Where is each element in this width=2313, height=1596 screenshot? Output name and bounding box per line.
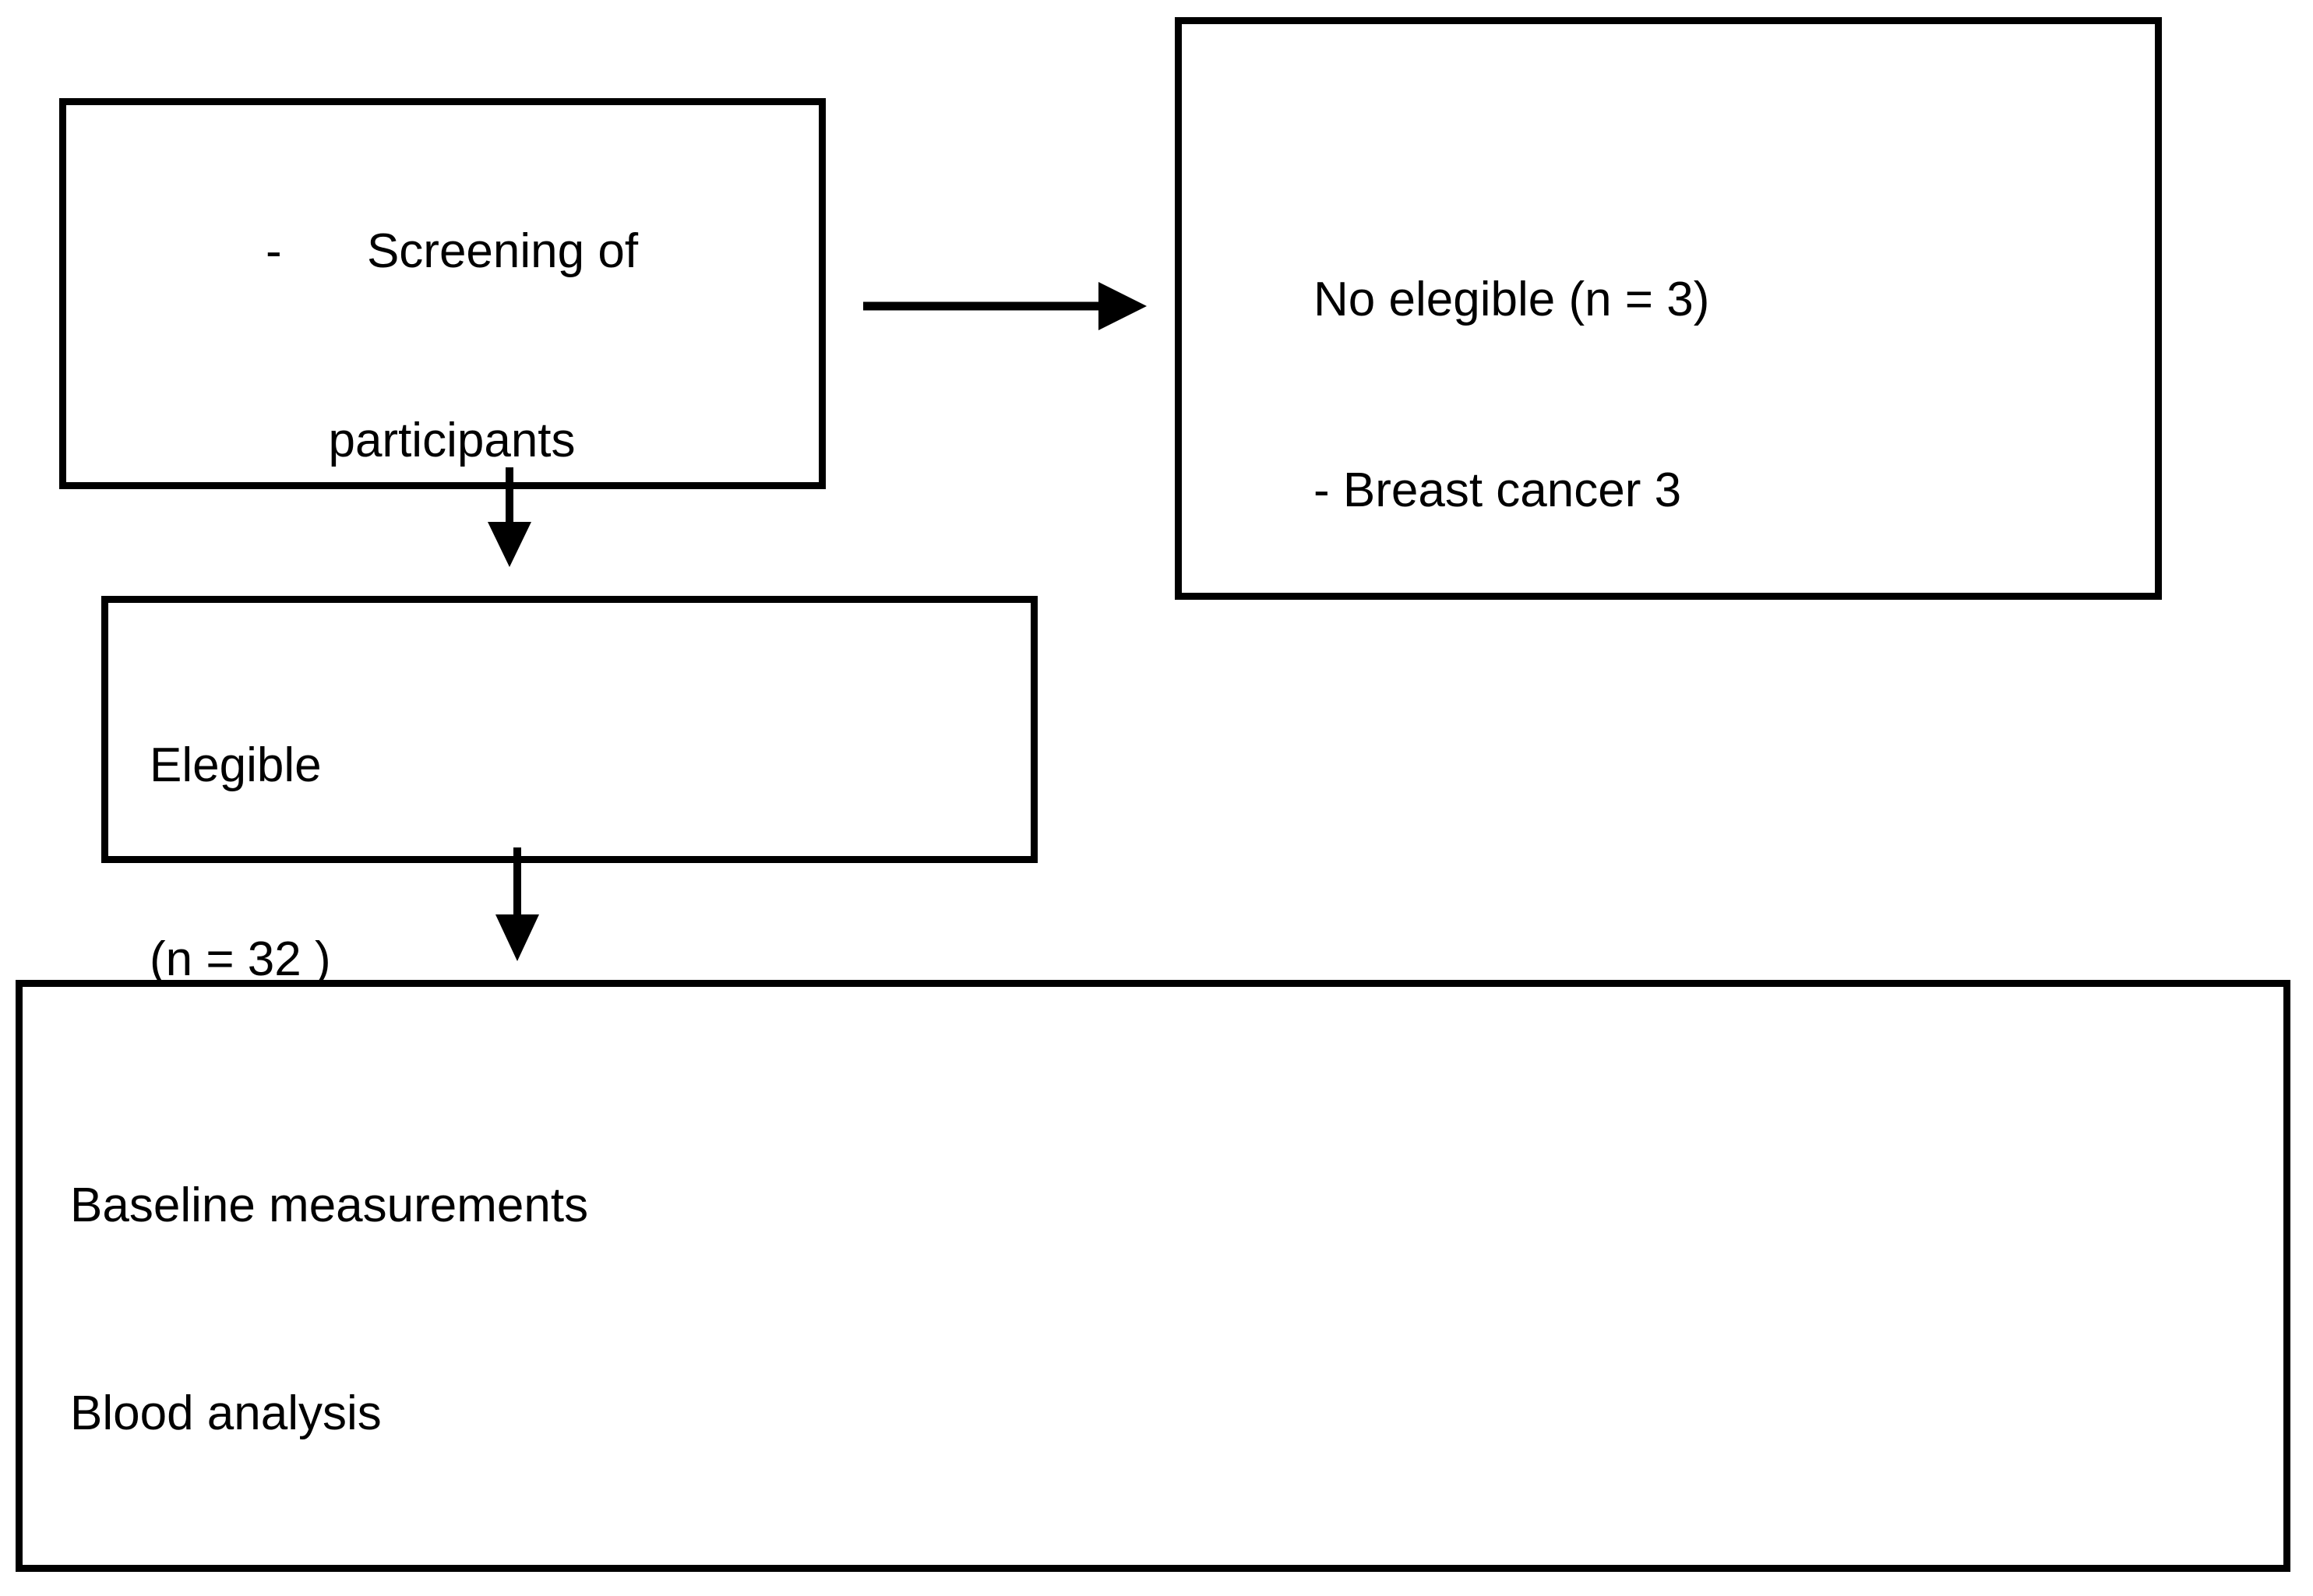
arrow-head xyxy=(495,914,539,961)
screening-line-1: - Screening of xyxy=(156,226,748,277)
screening-line-2: participants xyxy=(328,414,576,468)
baseline-line-1: Baseline measurements xyxy=(70,1179,589,1233)
not-eligible-line-1: No elegible (n = 3) xyxy=(1313,273,1710,327)
arrow-head xyxy=(1098,282,1147,330)
baseline-line-2: Blood analysis xyxy=(70,1386,382,1441)
eligible-line-2: (n = 32 ) xyxy=(150,932,331,987)
not-eligible-box xyxy=(1175,17,2162,600)
not-eligible-box-text: No elegible (n = 3) - Breast cancer 3 xyxy=(1313,173,2093,618)
eligible-box xyxy=(101,596,1038,863)
not-eligible-line-2: - Breast cancer 3 xyxy=(1313,463,1682,518)
baseline-box xyxy=(16,980,2290,1572)
arrow-head xyxy=(488,522,531,567)
screening-box xyxy=(59,98,826,489)
baseline-box-text: Baseline measurements Blood analysis Dem… xyxy=(70,1079,2174,1596)
arrow-down-icon xyxy=(488,467,531,567)
arrow-down-icon xyxy=(495,847,539,961)
screening-bullet-dash: - xyxy=(265,224,282,279)
eligible-line-1: Elegible xyxy=(150,738,322,793)
arrow-right-icon xyxy=(863,282,1147,330)
eligible-box-text: Elegible (n = 32 ) xyxy=(150,639,929,1087)
screening-line-1-label: Screening of xyxy=(366,224,639,279)
